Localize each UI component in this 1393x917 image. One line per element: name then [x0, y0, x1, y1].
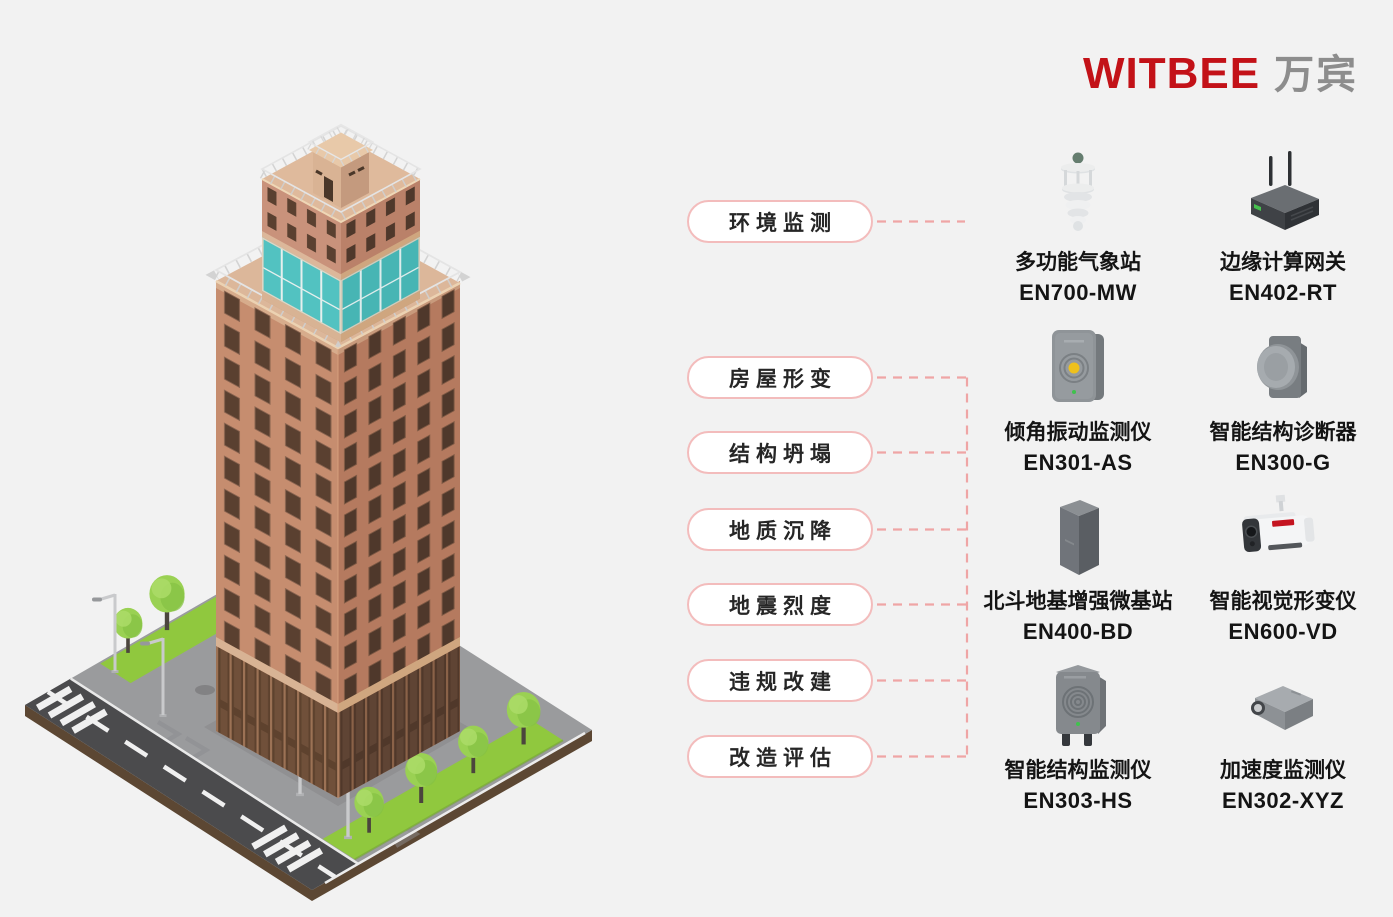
road [25, 677, 359, 890]
product-card: 倾角振动监测仪 EN301-AS [978, 312, 1178, 478]
product-name: 倾角振动监测仪 [1004, 421, 1152, 444]
product-model: EN302-XYZ [1222, 788, 1344, 813]
category-pill-building-deformation: 房屋形变 [687, 356, 873, 399]
penthouse [301, 123, 381, 208]
product-model: EN400-BD [1022, 619, 1134, 644]
product-model: EN700-MW [1019, 280, 1137, 305]
product-name: 边缘计算网关 [1220, 251, 1346, 274]
product-name: 北斗地基增强微基站 [983, 590, 1173, 613]
product-card: 智能结构监测仪 EN303-HS [978, 650, 1178, 816]
category-label: 地震烈度 [729, 594, 837, 618]
category-label: 结构坍塌 [729, 442, 837, 466]
category-label: 违规改建 [729, 670, 837, 694]
curb-line [70, 677, 359, 865]
product-card: 多功能气象站 EN700-MW [978, 142, 1178, 308]
category-label: 房屋形变 [729, 367, 837, 391]
beidou-base-station-icon [1060, 500, 1099, 575]
product-name: 智能结构监测仪 [1004, 759, 1152, 782]
tower [205, 123, 471, 798]
structure-diagnoser-icon [1257, 336, 1307, 398]
crosswalk [251, 824, 324, 873]
product-card: 北斗地基增强微基站 EN400-BD [978, 481, 1178, 647]
product-name: 智能结构诊断器 [1209, 421, 1357, 444]
category-pill-structural-collapse: 结构坍塌 [687, 431, 873, 474]
roof-railing [301, 123, 381, 168]
green-strip-right [322, 719, 586, 885]
penthouse-door [324, 176, 333, 202]
vision-deformation-camera-icon [1242, 494, 1315, 553]
category-label: 环境监测 [729, 211, 837, 235]
product-model: EN301-AS [1023, 450, 1133, 475]
category-pill-seismic-intensity: 地震烈度 [687, 583, 873, 626]
penthouse-vents [315, 166, 365, 177]
product-model: EN402-RT [1229, 280, 1337, 305]
brand-logo: WITBEE 万宾 [1083, 42, 1358, 100]
tilt-vibration-monitor-icon [1052, 330, 1104, 402]
building-illustration [25, 123, 592, 901]
product-model: EN303-HS [1023, 788, 1133, 813]
product-name: 智能视觉形变仪 [1209, 590, 1357, 613]
product-model: EN600-VD [1228, 619, 1338, 644]
product-card: 智能视觉形变仪 EN600-VD [1183, 481, 1383, 647]
crosswalk [35, 685, 108, 734]
manhole [195, 685, 215, 695]
product-card: 加速度监测仪 EN302-XYZ [1183, 650, 1383, 816]
road-center-line [46, 689, 337, 879]
brand-cn-name: 万宾 [1274, 53, 1359, 97]
category-label: 地质沉降 [729, 519, 837, 543]
product-card: 智能结构诊断器 EN300-G [1183, 312, 1383, 478]
tower-right-face [338, 281, 460, 798]
product-name: 加速度监测仪 [1220, 759, 1346, 782]
product-card: 边缘计算网关 EN402-RT [1183, 142, 1383, 308]
weather-station-icon [1061, 152, 1095, 231]
product-model: EN300-G [1235, 450, 1331, 475]
product-name: 多功能气象站 [1015, 251, 1141, 274]
category-pill-illegal-modification: 违规改建 [687, 659, 873, 702]
category-pill-environment-monitoring: 环境监测 [687, 200, 873, 243]
category-label: 改造评估 [729, 746, 837, 770]
edge-gateway-icon [1251, 151, 1319, 230]
brand-wordmark: WITBEE [1083, 49, 1261, 98]
accelerometer-icon [1251, 686, 1313, 730]
category-pill-renovation-assessment: 改造评估 [687, 735, 873, 778]
tower-left-face [216, 281, 338, 798]
category-pill-ground-subsidence: 地质沉降 [687, 508, 873, 551]
structure-monitor-icon [1056, 665, 1106, 746]
